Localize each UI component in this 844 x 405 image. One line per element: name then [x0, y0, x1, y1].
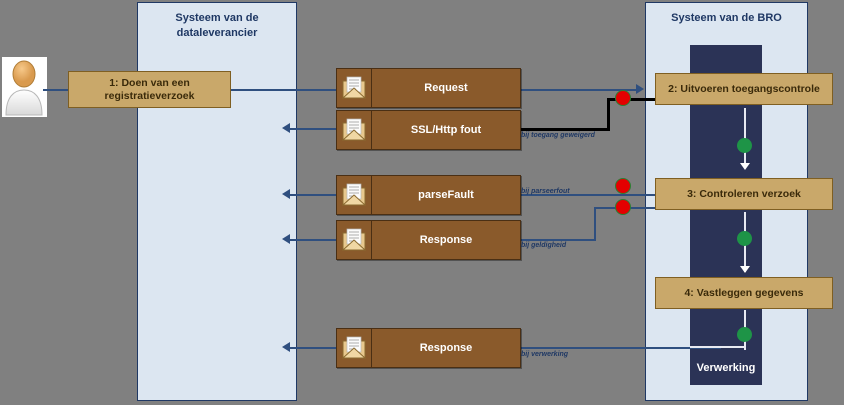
arrow-sslfout-left — [282, 123, 290, 133]
ok-dot-na-vastleggen — [737, 327, 752, 342]
message-ssl-http-fout[interactable]: SSL/Http fout — [336, 110, 521, 150]
message-response-2[interactable]: Response — [336, 328, 521, 368]
arrow-response2-left — [282, 342, 290, 352]
message-request-label: Request — [424, 82, 468, 94]
message-request[interactable]: Request — [336, 68, 521, 108]
process-step-2[interactable]: 2: Uitvoeren toegangscontrole — [655, 73, 833, 105]
connector-response1-h2 — [521, 239, 596, 241]
connector-fail-v — [607, 98, 610, 131]
connector-response1-left — [288, 239, 336, 241]
actor-user-icon — [2, 57, 47, 117]
envelope-icon — [337, 176, 372, 214]
message-parsefault[interactable]: parseFault — [336, 175, 521, 215]
annotation-parseerfout: bij parseerfout — [521, 188, 570, 195]
process-step-4[interactable]: 4: Vastleggen gegevens — [655, 277, 833, 309]
envelope-icon — [337, 221, 372, 259]
connector-fail-h2 — [520, 128, 610, 131]
ok-dot-na-controle — [737, 231, 752, 246]
connector-response2-h — [521, 347, 721, 349]
ok-dot-na-toegangscontrole — [737, 138, 752, 153]
envelope-icon — [337, 111, 372, 149]
message-parsefault-label: parseFault — [418, 189, 474, 201]
flow-verwerking-out — [690, 346, 746, 348]
bro-band-label: Verwerking — [696, 362, 756, 374]
arrow-parsefault-left — [282, 189, 290, 199]
process-step-3[interactable]: 3: Controleren verzoek — [655, 178, 833, 210]
annotation-verwerking: bij verwerking — [521, 351, 569, 358]
connector-parsefault-h — [521, 194, 656, 196]
message-response-1[interactable]: Response — [336, 220, 521, 260]
message-response-1-label: Response — [419, 234, 473, 246]
envelope-icon — [337, 69, 372, 107]
message-response-2-label: Response — [419, 342, 473, 354]
lane-dataleverancier: Systeem van de dataleverancier — [137, 2, 297, 401]
arrow-response1-left — [282, 234, 290, 244]
annotation-geldigheid: bij geldigheid — [521, 242, 567, 249]
connector-parsefault-left — [288, 194, 336, 196]
error-dot-toegang — [615, 90, 631, 106]
error-dot-parsefout — [615, 178, 631, 194]
connector-response1-v — [594, 207, 596, 240]
process-step-1[interactable]: 1: Doen van een registratieverzoek — [68, 71, 231, 108]
message-ssl-http-fout-label: SSL/Http fout — [410, 124, 482, 136]
connector-fail-h1 — [610, 98, 658, 101]
arrow-to-step2 — [636, 84, 644, 94]
envelope-icon — [337, 329, 372, 367]
arrow-down-step4 — [740, 266, 750, 273]
connector-response2-left — [288, 347, 336, 349]
annotation-toegang-geweigerd: bij toegang geweigerd — [521, 132, 595, 139]
connector-actor-step1 — [43, 89, 68, 91]
error-dot-geldigheid — [615, 199, 631, 215]
lane-dataleverancier-title: Systeem van de dataleverancier — [175, 12, 259, 39]
lane-bro-title: Systeem van de BRO — [671, 12, 782, 24]
arrow-down-step3 — [740, 163, 750, 170]
connector-sslfout-left — [288, 128, 336, 130]
